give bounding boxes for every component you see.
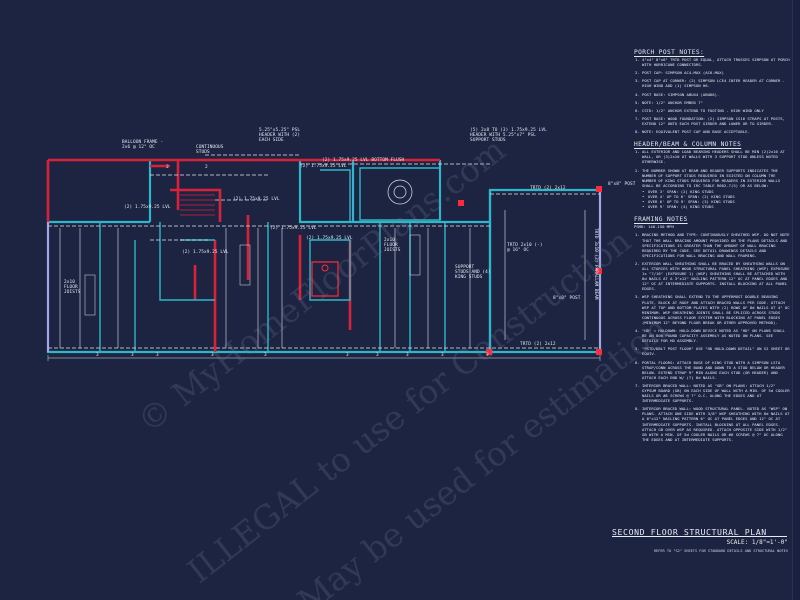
framing-note: BRACING METHOD AND TYPE: CONTINUOUSLY SH… [642, 232, 790, 257]
sheet-scale: SCALE: 1/8"=1'-0" [726, 539, 788, 546]
label-lvl-4: (2) 1.75x9.25 LVL [270, 226, 317, 231]
label-hdr-2x12-bottom: TRTD (2) 2x12 [520, 342, 556, 347]
framing-notes-subtitle: PSMD: 140-150 MPH [634, 224, 674, 230]
dim-mark: 3 [376, 353, 379, 358]
framing-note: "PSTD/DBLT POST FLOOR" USE "HD HOLD-DOWN… [642, 346, 790, 356]
sheet-edge [792, 0, 800, 600]
porch-posts [458, 186, 602, 355]
dim-mark: 3 [264, 353, 267, 358]
framing-note: "HD" = HOLDOWN: HOLD-DOWN DEVICE NOTED A… [642, 328, 790, 343]
porch-note: NOTE: EQUIVALENT POST CAP AND BASE ACCEP… [642, 129, 790, 134]
label-lvl-3: (2) 1.75x9.25 LVL [182, 250, 229, 255]
dim-mark: 3 [346, 353, 349, 358]
label-hdr-2x12-top: TRTD (2) 2x12 [530, 186, 566, 191]
framing-notes-title: FRAMING NOTES [634, 216, 688, 224]
framing-note: EXTERIOR WALL SHEATHING SHALL BE BRACED … [642, 261, 790, 292]
porch-note: POST BASE: SIMPSON ABU44 (ABU66). [642, 92, 790, 97]
label-balloon-frame: BALLOON FRAME -2x6 @ 12" OC [122, 140, 164, 150]
dim-mark: 3 [156, 353, 159, 358]
porch-note: 4"x4" 8"x8" TRTD POST OR EQUAL, ATTACH T… [642, 57, 790, 67]
dim-mark: 2 [166, 165, 169, 170]
exterior-walls [46, 160, 602, 354]
joist-lines [59, 210, 586, 348]
red-walls [46, 158, 440, 352]
framing-notes: FRAMING NOTES PSMD: 140-150 MPH BRACING … [634, 217, 790, 442]
span-item: OVER 6' UP TO 9' SPAN: (3) KING STUDS [642, 199, 790, 204]
framing-note: INTERIOR BRACED WALL: NOTED AS "GB" ON P… [642, 383, 790, 403]
label-lvl-2: (2) 1.75x9.25 LVL [124, 205, 171, 210]
framing-note: WSP SHEATHING SHALL EXTEND TO THE UPPERM… [642, 294, 790, 325]
dim-mark: 3 [211, 353, 214, 358]
notes-column: PORCH POST NOTES: 4"x4" 8"x8" TRTD POST … [634, 49, 790, 450]
porch-notes-title: PORCH POST NOTES: [634, 49, 705, 56]
framing-note: PORTAL FLOORS: ATTACH BASE OF KING STUD … [642, 360, 790, 380]
island [311, 261, 339, 297]
dim-mark: 2 [205, 165, 208, 170]
label-post-top: 8"x8" POST [608, 182, 636, 187]
sheet-title: SECOND FLOOR STRUCTURAL PLAN [612, 527, 767, 537]
span-item: OVER 4' UP TO 6' SPAN: (2) KING STUDS [642, 194, 790, 199]
dim-mark: 3 [406, 353, 409, 358]
header-note: ALL EXTERIOR AND LOAD BEARING HEADERS SH… [642, 149, 790, 164]
header-note-text: THE NUMBER SHOWN AT BEAM AND HEADER SUPP… [642, 167, 781, 188]
dim-mark: 3 [96, 353, 99, 358]
porch-note: POST BASE: WOOD FOUNDATION: (2) SIMPSON … [642, 116, 790, 126]
beams [48, 154, 600, 349]
span-item: OVER 3' SPAN: (2) KING STUDS [642, 189, 790, 194]
porch-post-notes: PORCH POST NOTES: 4"x4" 8"x8" TRTD POST … [634, 49, 790, 134]
kitchen-marker [321, 264, 329, 272]
label-lvl-1: (2) 1.75x9.25 LVL [233, 197, 280, 202]
label-post-bottom: 8"x8" POST [553, 296, 581, 301]
dining-table [387, 179, 413, 205]
dim-mark: 3 [131, 353, 134, 358]
porch-note: POST CAP AT CORNER: (2) SIMPSON LCE4 INT… [642, 78, 790, 88]
label-lvl-bottom-flush: (2) 1.75x9.25 LVL BOTTOM FLUSH [322, 158, 405, 163]
porch-note: POST CAP: SIMPSON AC4-MAX (AC6-MAX) [642, 70, 790, 75]
dim-mark: 3 [486, 353, 489, 358]
label-lvl-6: (2) 1.75x9.25 LVL [300, 164, 347, 169]
porch-note: CSTD: 1/2" ANCHOR EXTEND TO FOOTING - HI… [642, 108, 790, 113]
dimension-ticks [47, 355, 601, 361]
span-item: OVER 9' SPAN: (4) KING STUDS [642, 204, 790, 209]
dim-mark: 3 [441, 353, 444, 358]
label-hdr-2x10: TRTD 2x10 (-)@ 16" OC [507, 243, 543, 253]
refer-note: REFER TO "S2" SHEETS FOR STANDARD DETAIL… [653, 549, 788, 553]
porch-note: NOTE: 1/2" ANCHOR EMBED 7" [642, 100, 790, 105]
joist-boxes [84, 234, 421, 316]
stair [180, 194, 215, 216]
header-beam-notes: HEADER/BEAM & COLUMN NOTES ALL EXTERIOR … [634, 141, 790, 210]
label-parallam-beam: TRTD 3x10 (2) PARALLAM BEAM [593, 228, 598, 300]
header-notes-title: HEADER/BEAM & COLUMN NOTES [634, 141, 742, 149]
span-list: OVER 3' SPAN: (2) KING STUDS OVER 4' UP … [642, 189, 790, 209]
header-note: THE NUMBER SHOWN AT BEAM AND HEADER SUPP… [642, 168, 790, 210]
interior-walls [99, 167, 446, 352]
framing-note: INTERIOR BRACED WALL: WOOD STRUCTURAL PA… [642, 406, 790, 442]
label-lvl-5: (2) 1.75x9.25 LVL [306, 236, 353, 241]
title-underline [612, 536, 787, 537]
